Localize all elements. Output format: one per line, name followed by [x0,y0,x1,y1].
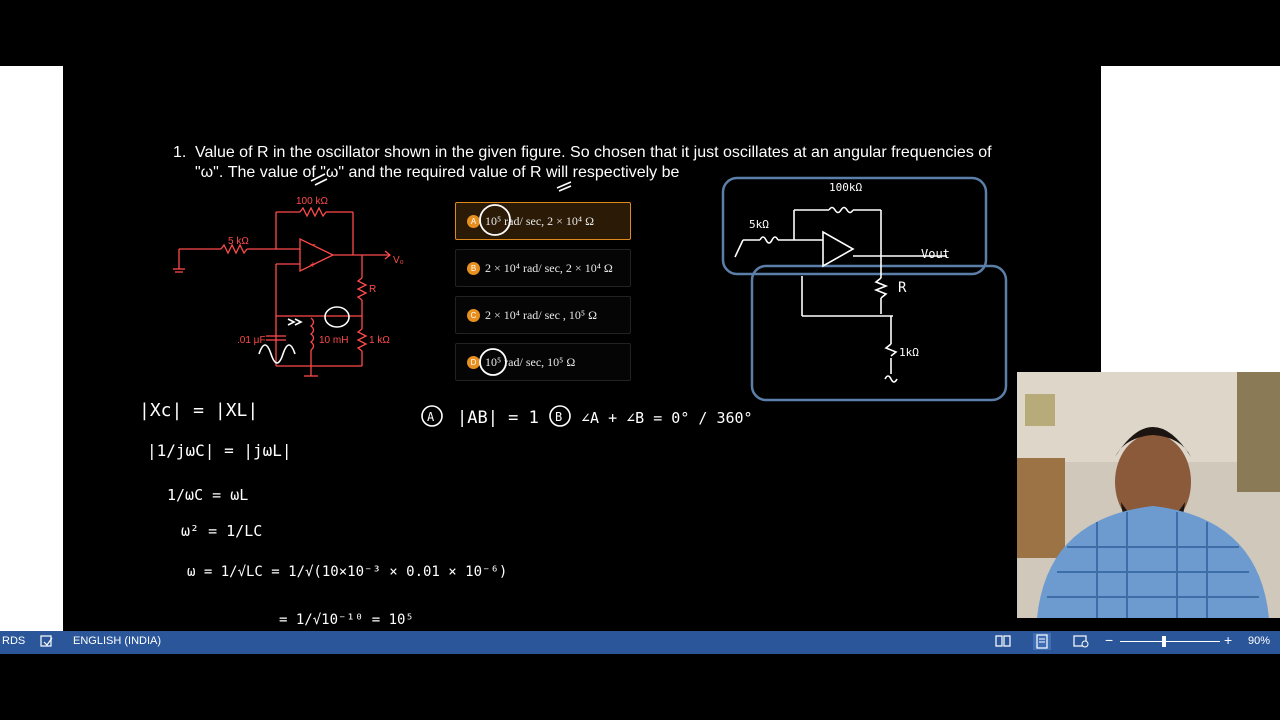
condition-b-letter: B [555,410,562,424]
sketch-label-output: Vout [921,247,950,261]
option-d[interactable]: D 10⁵ rad/ sec, 10⁵ Ω [455,343,631,381]
question-text: Value of R in the oscillator shown in th… [195,144,992,181]
letterbox-bottom [0,654,1280,720]
option-a-badge: A [467,214,480,228]
label-output: V₀ [393,255,404,266]
label-r-ground: 1 kΩ [369,335,390,346]
oscillator-circuit [173,206,392,377]
proofing-icon[interactable] [40,634,54,651]
condition-a-letter: A [427,410,435,424]
zoom-in-button[interactable]: + [1224,632,1233,648]
derivation: |Xc| = |XL| |1/jωC| = |jωL| 1/ωC = ωL ω²… [139,400,507,628]
condition-circles [421,405,571,427]
document-margin-right [1101,66,1280,372]
option-b-badge: B [467,261,480,275]
option-c-badge: C [467,308,480,322]
status-language[interactable]: ENGLISH (INDIA) [73,635,162,647]
slide-canvas: 100 kΩ 5 kΩ R .01 μF 10 mH 1 kΩ V₀ − + [63,66,1101,632]
slide-drawing: 100 kΩ 5 kΩ R .01 μF 10 mH 1 kΩ V₀ − + [139,173,1008,628]
eq-result: = 1/√10⁻¹⁰ = 10⁵ [279,612,414,628]
status-bar: RDS ENGLISH (INDIA) − + 90% [0,631,1280,654]
label-minus: − [310,240,316,251]
zoom-out-button[interactable]: − [1105,632,1114,648]
condition-a: |AB| = 1 [457,408,539,428]
label-plus: + [310,260,316,271]
eq-omega: ω = 1/√LC = 1/√(10×10⁻³ × 0.01 × 10⁻⁶) [187,564,507,580]
presenter-video [1017,372,1280,618]
option-circles [479,204,511,376]
sketch-label-r-ground: 1kΩ [899,346,919,359]
sketch-boxes [721,176,1008,402]
zoom-slider-track[interactable] [1120,641,1220,642]
sketch-label-r-feedback: 100kΩ [829,181,862,194]
question-number: 1. [173,144,187,161]
eq-omega-squared: ω² = 1/LC [181,522,262,540]
condition-b: ∠A + ∠B = 0° / 360° [581,409,753,427]
option-a-label: 10⁵ rad/ sec, 2 × 10⁴ Ω [485,213,595,228]
print-layout-icon[interactable] [1033,633,1051,650]
option-b-label: 2 × 10⁴ rad/ sec, 2 × 10⁴ Ω [485,260,613,275]
status-word-count[interactable]: RDS [2,635,26,647]
zoom-slider-handle[interactable] [1162,636,1166,647]
webcam-overlay [1017,372,1280,618]
read-mode-icon[interactable] [995,634,1011,651]
option-d-badge: D [467,355,480,369]
eq-reactance: |Xc| = |XL| [139,400,258,421]
sketch-label-r: R [898,280,907,296]
sketch-label-r-input: 5kΩ [749,218,769,231]
label-r-feedback: 100 kΩ [296,196,328,207]
eq-magnitude: |1/jωC| = |jωL| [147,441,292,460]
label-r-input: 5 kΩ [228,236,249,247]
option-c-label: 2 × 10⁴ rad/ sec , 10⁵ Ω [485,307,598,322]
circuit-annotations [258,173,572,364]
option-c[interactable]: C 2 × 10⁴ rad/ sec , 10⁵ Ω [455,296,631,334]
option-b[interactable]: B 2 × 10⁴ rad/ sec, 2 × 10⁴ Ω [455,249,631,287]
document-margin-left [0,66,63,632]
zoom-level[interactable]: 90% [1248,635,1271,647]
web-layout-icon[interactable] [1073,634,1089,651]
eq-balance: 1/ωC = ωL [167,486,248,504]
label-inductor: 10 mH [319,335,348,346]
label-capacitor: .01 μF [237,335,266,346]
label-r: R [369,284,376,295]
letterbox-top [0,0,1280,66]
option-d-label: 10⁵ rad/ sec, 10⁵ Ω [485,354,576,369]
sketch-circuit [734,206,947,383]
